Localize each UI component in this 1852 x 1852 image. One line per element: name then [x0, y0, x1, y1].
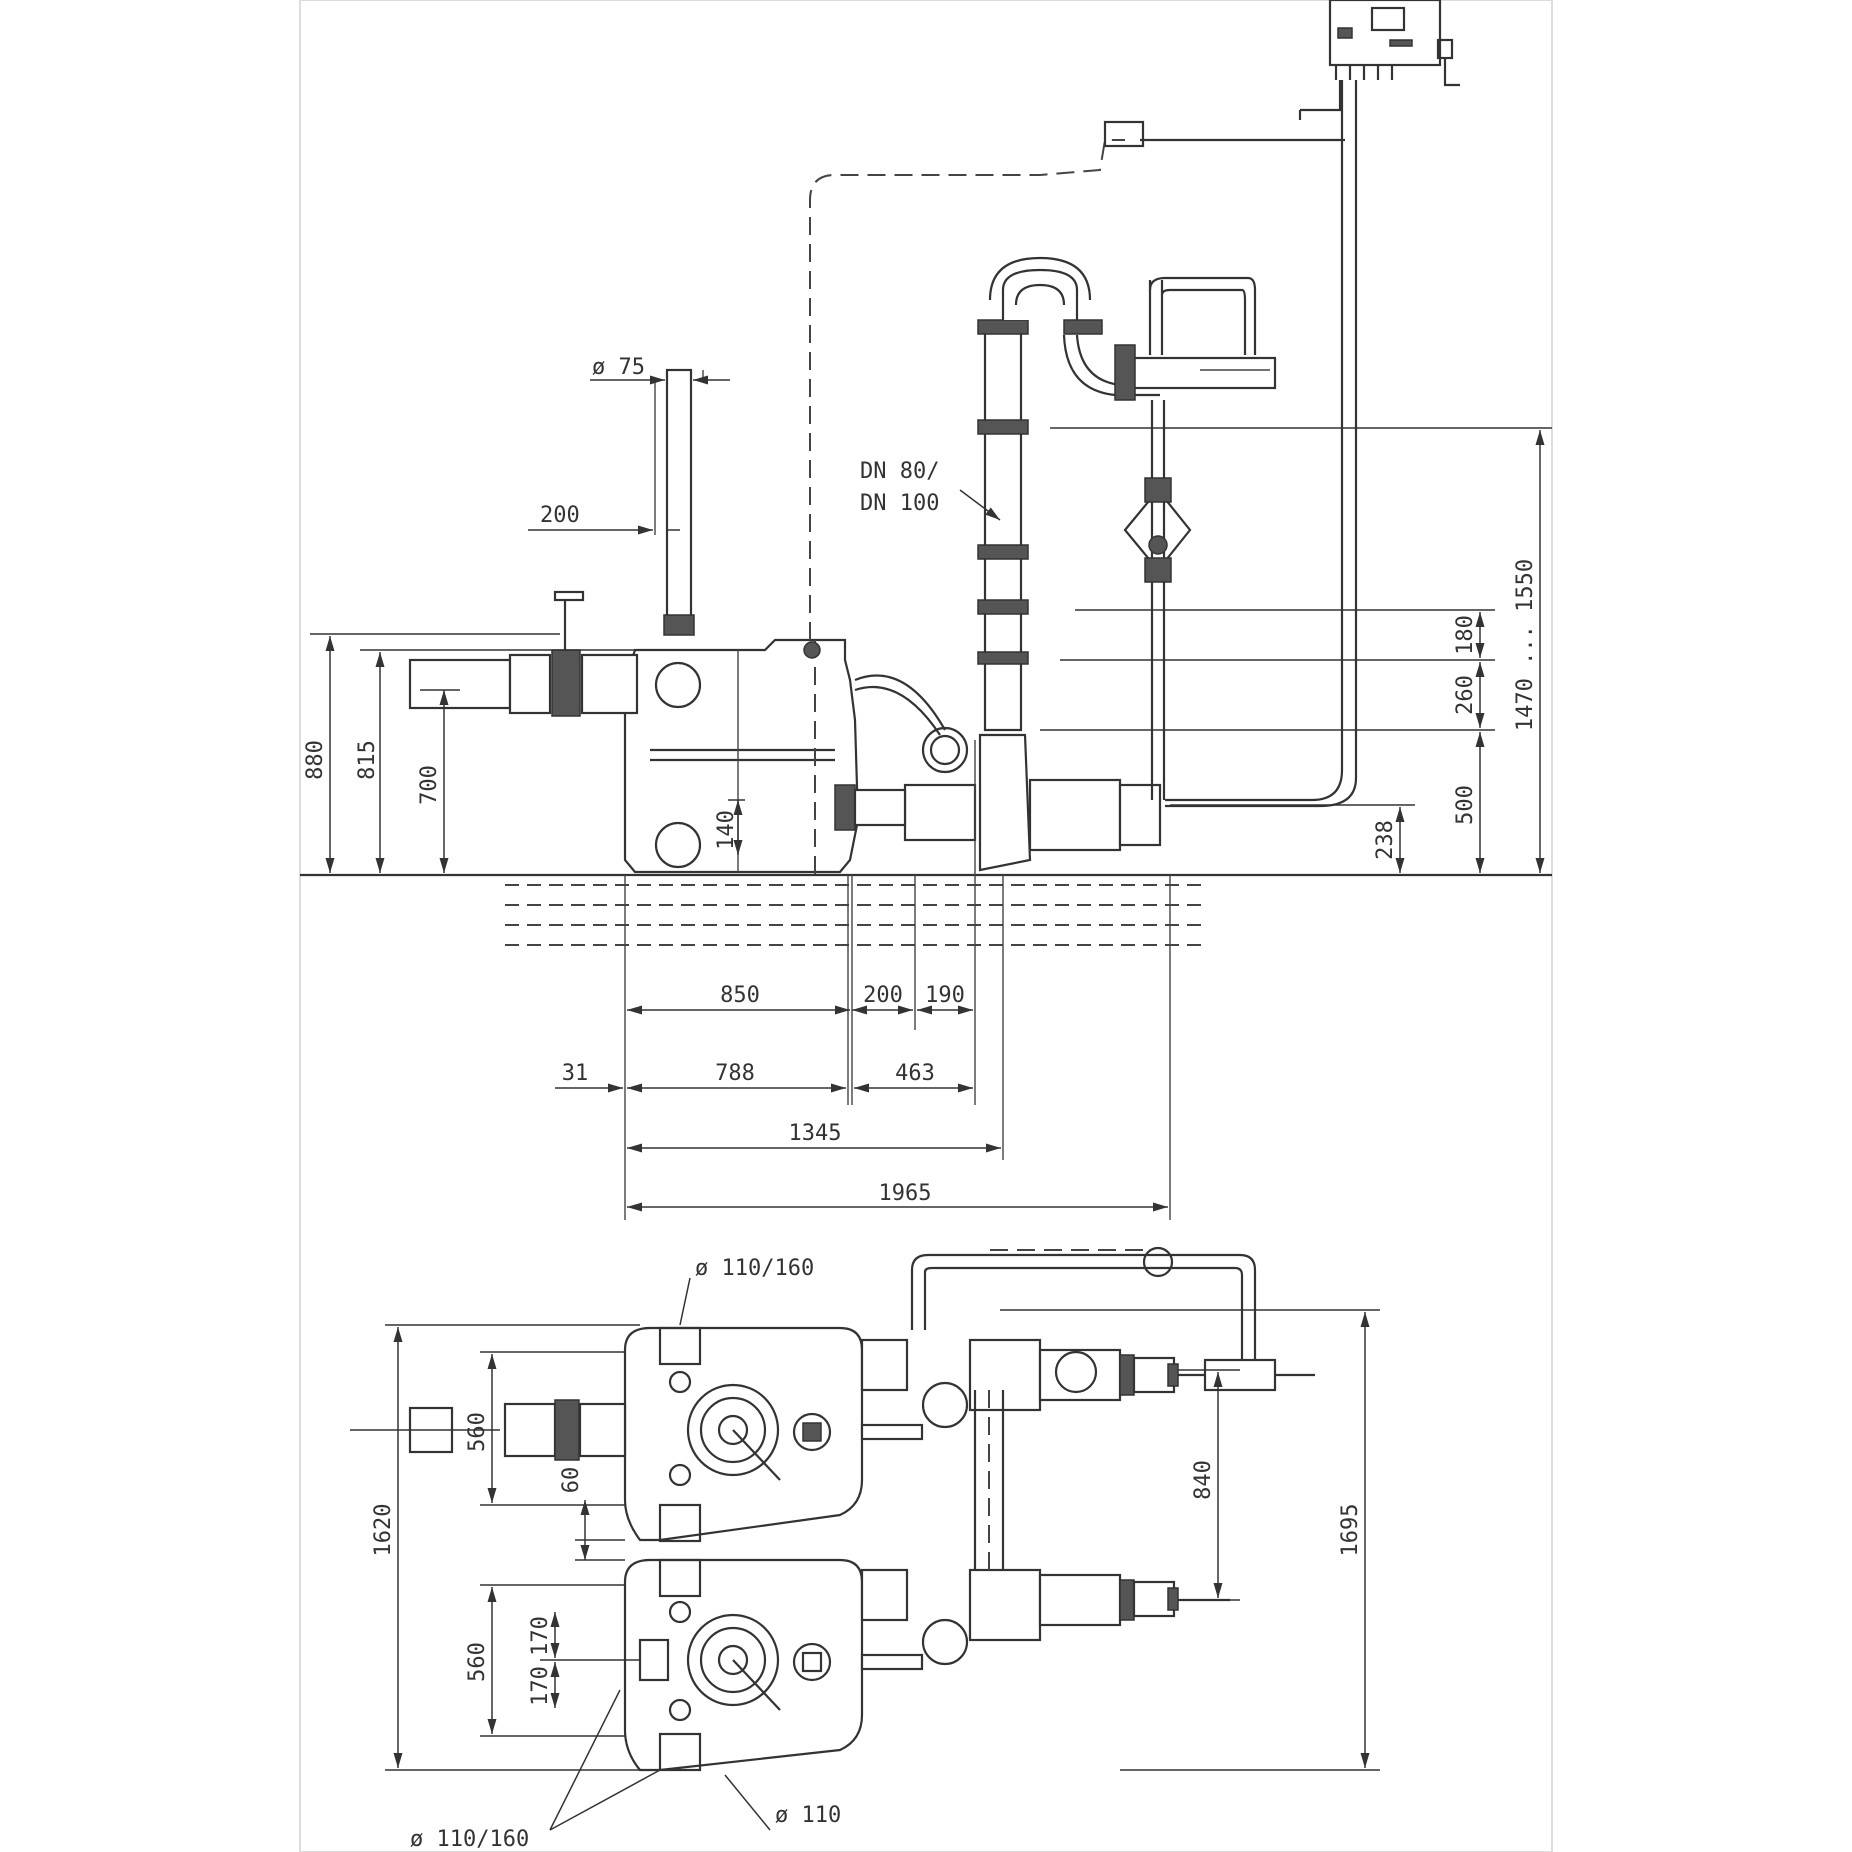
plan-view: ø 110/160 560 60 1620 840 1695 560 170 1… — [350, 1246, 1380, 1852]
label-700: 700 — [417, 765, 442, 805]
plan-tank-upper — [623, 1326, 864, 1543]
label-238: 238 — [1373, 820, 1398, 860]
leader-dn — [959, 489, 1001, 521]
plan-dims — [385, 1277, 1380, 1831]
label-d110: ø 110 — [775, 1803, 841, 1828]
label-1470-1550: 1470 ... 1550 — [1513, 559, 1538, 731]
plan-pump-upper — [860, 1338, 1315, 1441]
label-dn80: DN 80/ — [860, 459, 939, 484]
label-560-lower: 560 — [465, 1642, 490, 1682]
label-d110-160-top: ø 110/160 — [695, 1256, 814, 1281]
label-1695: 1695 — [1338, 1504, 1363, 1557]
label-260: 260 — [1453, 675, 1478, 715]
vent-pipe — [654, 368, 704, 636]
label-500: 500 — [1453, 785, 1478, 825]
float-switch-box — [1103, 120, 1145, 148]
label-200-top: 200 — [540, 503, 580, 528]
label-dn100: DN 100 — [860, 491, 939, 516]
label-140: 140 — [714, 810, 739, 850]
dim-bottom — [555, 1005, 1168, 1212]
inlet-pipe — [408, 590, 639, 717]
label-815: 815 — [355, 740, 380, 780]
label-190: 190 — [925, 983, 965, 1008]
plan-pump-lower — [860, 1568, 1230, 1671]
label-840: 840 — [1191, 1460, 1216, 1500]
label-1345: 1345 — [789, 1121, 842, 1146]
label-463: 463 — [895, 1061, 935, 1086]
label-180: 180 — [1453, 615, 1478, 655]
dim-left-heights — [310, 633, 640, 873]
label-850: 850 — [720, 983, 760, 1008]
discharge-riser — [977, 256, 1277, 732]
label-560-upper: 560 — [465, 1412, 490, 1452]
dim-right-heights — [1040, 427, 1552, 873]
label-170-a: 170 — [528, 1616, 553, 1656]
label-60: 60 — [559, 1467, 584, 1494]
label-880: 880 — [303, 740, 328, 780]
dim-140 — [728, 799, 745, 855]
label-d110-160-bottom: ø 110/160 — [410, 1827, 529, 1852]
discharge-loop — [1148, 276, 1270, 371]
ground-hatch — [505, 884, 1205, 946]
collection-tank — [623, 638, 860, 874]
label-200: 200 — [863, 983, 903, 1008]
power-cable — [1165, 80, 1344, 802]
label-788: 788 — [715, 1061, 755, 1086]
label-31: 31 — [562, 1061, 589, 1086]
plan-header-pipe — [910, 1246, 1257, 1570]
gate-valve — [1123, 400, 1192, 800]
plan-inlet — [350, 1399, 627, 1461]
control-cabinet — [1298, 0, 1460, 120]
side-view: 880 815 700 ø 75 200 DN 80/ DN 100 140 — [300, 0, 1552, 1220]
control-cable — [809, 139, 1125, 640]
label-1965: 1965 — [879, 1181, 932, 1206]
label-d75: ø 75 — [592, 355, 645, 380]
plan-tank-lower — [623, 1558, 864, 1772]
sheet-frame — [299, 0, 1553, 1852]
dim-vent — [528, 375, 730, 535]
label-1620: 1620 — [371, 1504, 396, 1557]
label-170-b: 170 — [528, 1666, 553, 1706]
extension-lines — [624, 740, 1171, 1220]
